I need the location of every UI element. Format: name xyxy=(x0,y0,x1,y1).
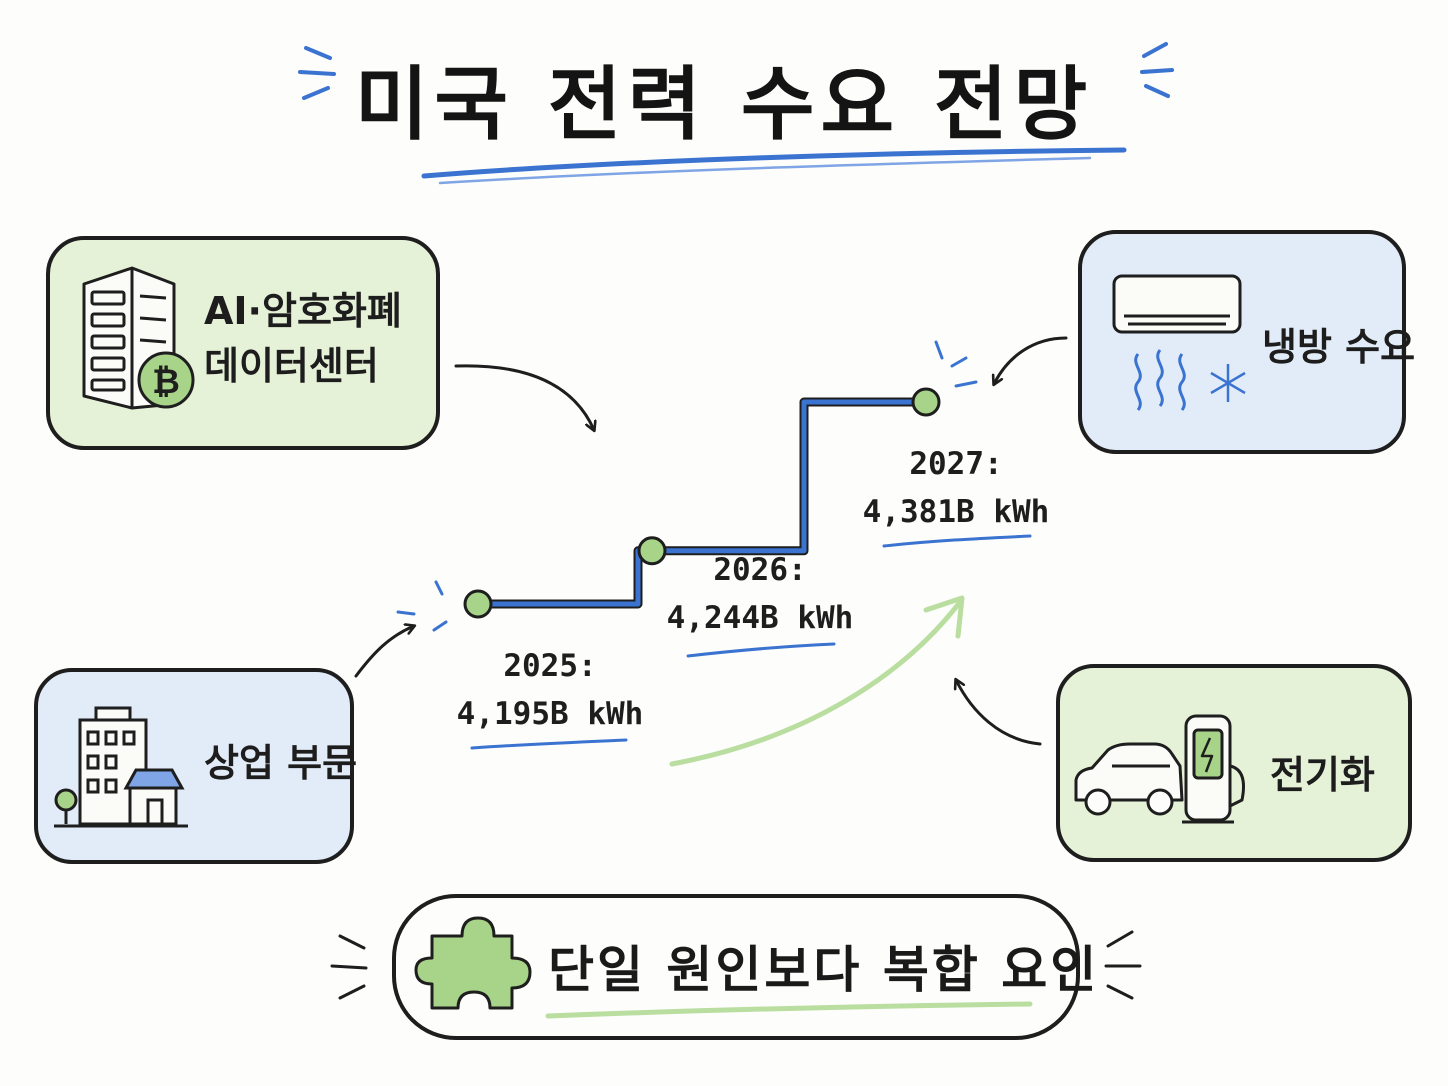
point-label-2027: 2027: 4,381B kWh xyxy=(836,440,1076,536)
trend-arrow xyxy=(669,599,963,767)
conclusion-sparks-right xyxy=(1104,930,1142,1000)
point-label-2025: 2025: 4,195B kWh xyxy=(430,642,670,738)
cooling-label: 냉방 수요 xyxy=(1262,325,1416,369)
arrow-electrification xyxy=(956,680,1042,746)
data-center-label: AI·암호화폐 데이터센터 xyxy=(204,284,402,394)
snowflake-icon xyxy=(1210,364,1246,402)
svg-text:₿: ₿ xyxy=(152,362,180,402)
title-underline-2 xyxy=(438,156,1092,185)
data-point-2026 xyxy=(637,536,667,566)
underline-2027 xyxy=(882,534,1032,548)
point-year-2027: 2027: xyxy=(909,446,1003,482)
point-value-2027: 4,381B kWh xyxy=(862,494,1050,531)
server-bitcoin-icon: ₿ xyxy=(82,266,195,410)
arrow-data-center xyxy=(454,364,594,430)
point-year-2025: 2025: xyxy=(503,648,597,684)
point-value-2026: 4,244B kWh xyxy=(666,600,854,637)
commercial-label: 상업 부문 xyxy=(204,741,358,785)
point-value-2025: 4,195B kWh xyxy=(456,696,644,733)
air-conditioner-icon xyxy=(1112,274,1246,411)
spark-2027 xyxy=(934,340,978,388)
underline-2025 xyxy=(470,738,628,750)
conclusion-pill xyxy=(392,894,1080,1040)
data-center-label-line1: AI·암호화폐 xyxy=(204,289,402,333)
data-center-label-line2: 데이터센터 xyxy=(204,344,379,389)
arrow-commercial xyxy=(354,626,414,678)
point-year-2026: 2026: xyxy=(713,552,807,588)
data-point-2027 xyxy=(911,387,941,417)
demand-step-chart xyxy=(463,387,941,619)
conclusion-text: 단일 원인보다 복합 요인 xyxy=(548,941,1100,999)
electrification-label: 전기화 xyxy=(1270,753,1375,797)
title-sparks-left xyxy=(298,46,336,100)
trend-arrow-head xyxy=(923,595,965,639)
data-point-2025 xyxy=(463,589,493,619)
puzzle-piece-icon xyxy=(414,916,532,1010)
spark-2025 xyxy=(396,580,448,632)
conclusion-sparks-left xyxy=(330,934,368,1000)
commercial-building-icon xyxy=(54,706,188,828)
title-sparks-right xyxy=(1140,42,1174,98)
underline-2026 xyxy=(686,642,836,658)
arrow-cooling xyxy=(994,336,1068,384)
electric-car-charger-icon xyxy=(1074,714,1245,824)
title-underline xyxy=(421,147,1127,179)
point-label-2026: 2026: 4,244B kWh xyxy=(640,546,880,642)
conclusion-underline xyxy=(545,1001,1033,1019)
card-electrification xyxy=(1056,664,1412,862)
page-title: 미국 전력 수요 전망 xyxy=(354,58,1094,151)
